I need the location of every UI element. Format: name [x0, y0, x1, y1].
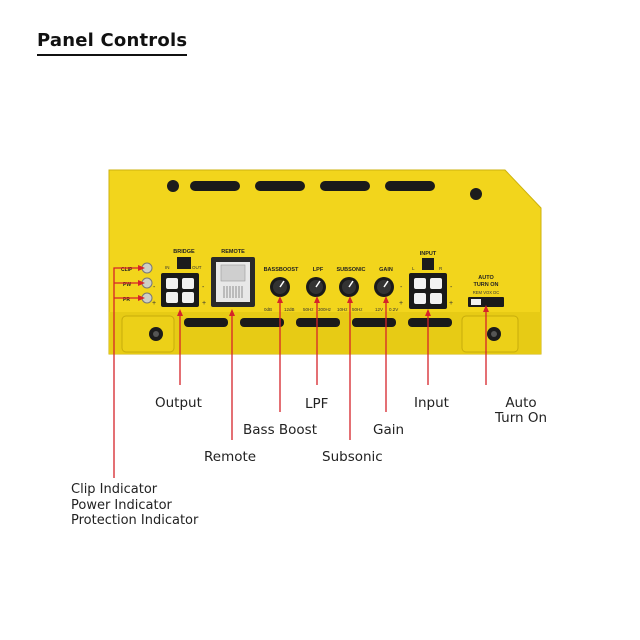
callout-bass-boost: Bass Boost: [243, 422, 317, 438]
bassboost-label: BASSBOOST: [264, 267, 299, 273]
arrow-icon: [314, 296, 320, 303]
connector-pin: [166, 278, 178, 289]
input-switch[interactable]: [422, 258, 434, 270]
minus-sign: -: [202, 284, 205, 291]
callout-gain: Gain: [373, 422, 405, 438]
screw-icon: [167, 180, 179, 192]
vent-slot: [352, 318, 396, 327]
callout-power-indicator: Power Indicator: [71, 497, 172, 513]
bridge-switch[interactable]: [177, 257, 191, 269]
remote-port-jack: [220, 264, 246, 282]
vent-slot: [320, 181, 370, 191]
minus-sign: -: [400, 284, 403, 291]
bassboost-max: 12dB: [284, 307, 295, 312]
subsonic-max: 50Hz: [352, 307, 363, 312]
input-l-label: L: [412, 266, 415, 271]
led-pw-label: PW: [123, 282, 131, 288]
arrow-icon: [177, 309, 183, 316]
indicator-leader: [113, 267, 138, 478]
arrow-icon: [425, 309, 431, 316]
auto-label-1: AUTO: [478, 275, 494, 281]
connector-pin: [430, 278, 442, 289]
connector-pin: [430, 293, 442, 304]
bridge-in-label: IN: [165, 265, 170, 270]
plus-sign: +: [399, 300, 403, 307]
arrow-icon: [229, 309, 235, 316]
arrow-icon: [383, 296, 389, 303]
callout-protection-indicator: Protection Indicator: [71, 513, 199, 528]
plus-sign: +: [152, 300, 156, 307]
vent-slot: [184, 318, 228, 327]
bridge-out-label: OUT: [192, 265, 202, 270]
gain-label: GAIN: [379, 267, 393, 273]
lpf-knob[interactable]: [306, 277, 326, 297]
screw-icon: [153, 331, 159, 337]
input-r-label: R: [439, 266, 443, 271]
connector-pin: [166, 292, 178, 303]
vent-slot: [296, 318, 340, 327]
auto-label-2: TURN ON: [473, 282, 498, 288]
gain-min: 12V: [375, 307, 383, 312]
connector-pin: [182, 278, 194, 289]
callout-input: Input: [414, 395, 449, 411]
lpf-min: 50Hz: [303, 307, 314, 312]
subsonic-knob[interactable]: [339, 277, 359, 297]
screw-icon: [470, 188, 482, 200]
plus-sign: +: [202, 300, 206, 307]
vent-slot: [408, 318, 452, 327]
callout-auto-line-1: Auto: [505, 395, 537, 411]
callout-remote: Remote: [204, 449, 257, 465]
connector-pin: [414, 278, 426, 289]
callout-lpf: LPF: [305, 396, 329, 412]
led-pr-label: PR: [123, 297, 130, 303]
plus-sign: +: [449, 300, 453, 307]
gain-knob[interactable]: [374, 277, 394, 297]
bridge-label: BRIDGE: [173, 249, 195, 255]
callout-clip-indicator: Clip Indicator: [71, 482, 158, 497]
vent-slot: [385, 181, 435, 191]
left-mount-foot: [121, 315, 175, 353]
minus-sign: -: [450, 284, 453, 291]
callout-auto-turn-on: Auto Turn On: [491, 396, 551, 426]
vent-slot: [240, 318, 284, 327]
arrow-icon: [138, 280, 145, 286]
vent-slot: [255, 181, 305, 191]
connector-pin: [414, 293, 426, 304]
vent-slot: [190, 181, 240, 191]
connector-pin: [182, 292, 194, 303]
arrow-icon: [483, 305, 489, 312]
callout-auto-line-2: Turn On: [494, 410, 548, 426]
arrow-icon: [138, 265, 145, 271]
indicator-callout-list: Clip Indicator Power Indicator Protectio…: [71, 482, 198, 529]
input-label: INPUT: [420, 251, 437, 257]
arrow-icon: [277, 296, 283, 303]
subsonic-label: SUBSONIC: [336, 267, 365, 273]
callout-subsonic: Subsonic: [322, 449, 383, 465]
bassboost-knob[interactable]: [270, 277, 290, 297]
callout-output: Output: [155, 395, 202, 411]
gain-max: 0.2V: [389, 307, 398, 312]
led-clip-label: CLIP: [121, 267, 133, 273]
arrow-icon: [138, 295, 145, 301]
minus-sign: -: [153, 284, 156, 291]
remote-label: REMOTE: [221, 249, 245, 255]
remote-port-pins: [223, 286, 243, 298]
screw-icon: [491, 331, 497, 337]
subsonic-min: 10Hz: [337, 307, 348, 312]
bassboost-min: 0dB: [264, 307, 272, 312]
title-underline: [37, 54, 187, 56]
leader-lines: [113, 267, 487, 478]
arrow-icon: [347, 296, 353, 303]
page-title: Panel Controls: [37, 30, 188, 51]
input-connector[interactable]: [409, 273, 447, 309]
auto-switch-slider: [471, 299, 481, 305]
leader-arrows: [138, 265, 489, 316]
auto-options: REM VOX DC: [473, 290, 500, 295]
lpf-label: LPF: [313, 267, 324, 273]
lpf-max: 300Hz: [318, 307, 332, 312]
